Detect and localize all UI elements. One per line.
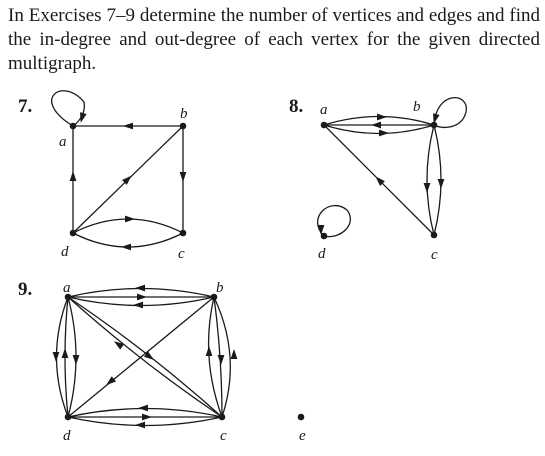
exercise-7-edge-c-d-arrow [121,243,131,251]
exercise-9-edge-b-a-upper-arrow [135,284,145,292]
exercise-8-vertex-d-label: d [318,246,326,262]
exercise-9-edge-a-d-right-arrow [72,355,80,365]
exercise-9-graph: 9. a b c d e [18,279,306,444]
exercise-8-vertex-d [320,232,328,240]
exercise-8-vertex-a [320,121,328,129]
exercise-9-edge-b-c-arrow [217,355,225,365]
exercise-7-edge-b-c-arrow [179,172,187,182]
exercise-9-vertex-d-label: d [63,428,71,444]
exercise-9-edge-c-b-right [213,296,231,418]
exercise-8-edge-c-b-arrow [437,179,445,189]
exercise-7-edge-d-c-arrow [125,215,135,223]
exercise-8-vertex-c-label: c [431,247,438,263]
exercise-9-edge-c-d-lower [67,416,223,427]
exercise-9-edge-c-d-upper-arrow [138,404,148,412]
exercise-7-vertex-d-label: d [61,244,69,260]
exercise-9-edge-c-b-right-arrow [230,349,238,359]
exercise-9-vertex-c-label: c [220,428,227,444]
exercise-9-vertex-e-label: e [299,428,306,444]
exercise-8-edge-b-c [426,124,435,236]
exercise-7-vertex-b [179,122,187,130]
exercise-7-vertex-d [69,229,77,237]
exercise-7-edge-a-a [51,90,86,127]
exercise-7-graph: 7. a b c d [18,90,188,262]
exercise-9-vertex-d [64,413,72,421]
exercise-7-vertex-c-label: c [178,246,185,262]
exercise-8-edge-d-d [317,204,351,238]
exercise-9-edge-c-a [67,296,223,418]
exercise-8-edge-a-b-lower-arrow [379,129,389,137]
exercise-9-edge-d-a-arrow [61,348,69,358]
exercise-8-edge-b-a-arrow [371,121,381,129]
exercise-7-vertex-c [179,229,187,237]
exercise-7-edge-b-a-arrow [123,122,133,130]
exercise-9-vertex-e [297,413,305,421]
exercise-8-vertex-b-label: b [413,99,421,115]
exercise-8-number: 8. [289,96,303,117]
exercise-8-vertex-b [430,121,438,129]
exercise-9-edge-b-d [67,296,215,418]
exercise-7-vertex-a-label: a [59,134,67,150]
exercise-8-vertex-c [430,231,438,239]
exercise-intro: In Exercises 7–9 determine the number of… [8,5,540,74]
exercise-9-number: 9. [18,279,32,300]
exercise-8-edge-b-b [433,97,467,128]
exercise-9-edge-b-a-lower-arrow [133,301,143,309]
exercise-7-number: 7. [18,96,32,117]
exercise-7-edge-a-a-arrow [77,112,87,124]
exercise-8-edge-b-c-arrow [423,183,431,193]
exercise-7-edge-d-a-arrow [69,171,77,181]
exercise-9-edge-c-d-lower-arrow [135,421,145,429]
exercise-8-graph: 8. a b c d [289,96,467,263]
exercise-8-edge-a-b-upper-arrow [377,113,387,121]
exercise-9-vertex-b [210,293,218,301]
exercise-9-edge-d-c-arrow [142,413,152,421]
exercise-9-vertex-b-label: b [216,280,224,296]
exercise-9-vertex-a [64,293,72,301]
exercise-9-edge-c-b-left-arrow [205,346,213,356]
exercise-9-edge-a-b-arrow [137,293,147,301]
exercise-9-vertex-c [218,413,226,421]
exercise-9-vertex-a-label: a [63,280,71,296]
exercise-9-edge-c-b-left [207,296,223,418]
exercise-9-edge-a-d-left-arrow [52,352,60,362]
exercise-8-vertex-a-label: a [320,102,328,118]
exercise-7-vertex-a [69,122,77,130]
exercise-7-vertex-b-label: b [180,106,188,122]
